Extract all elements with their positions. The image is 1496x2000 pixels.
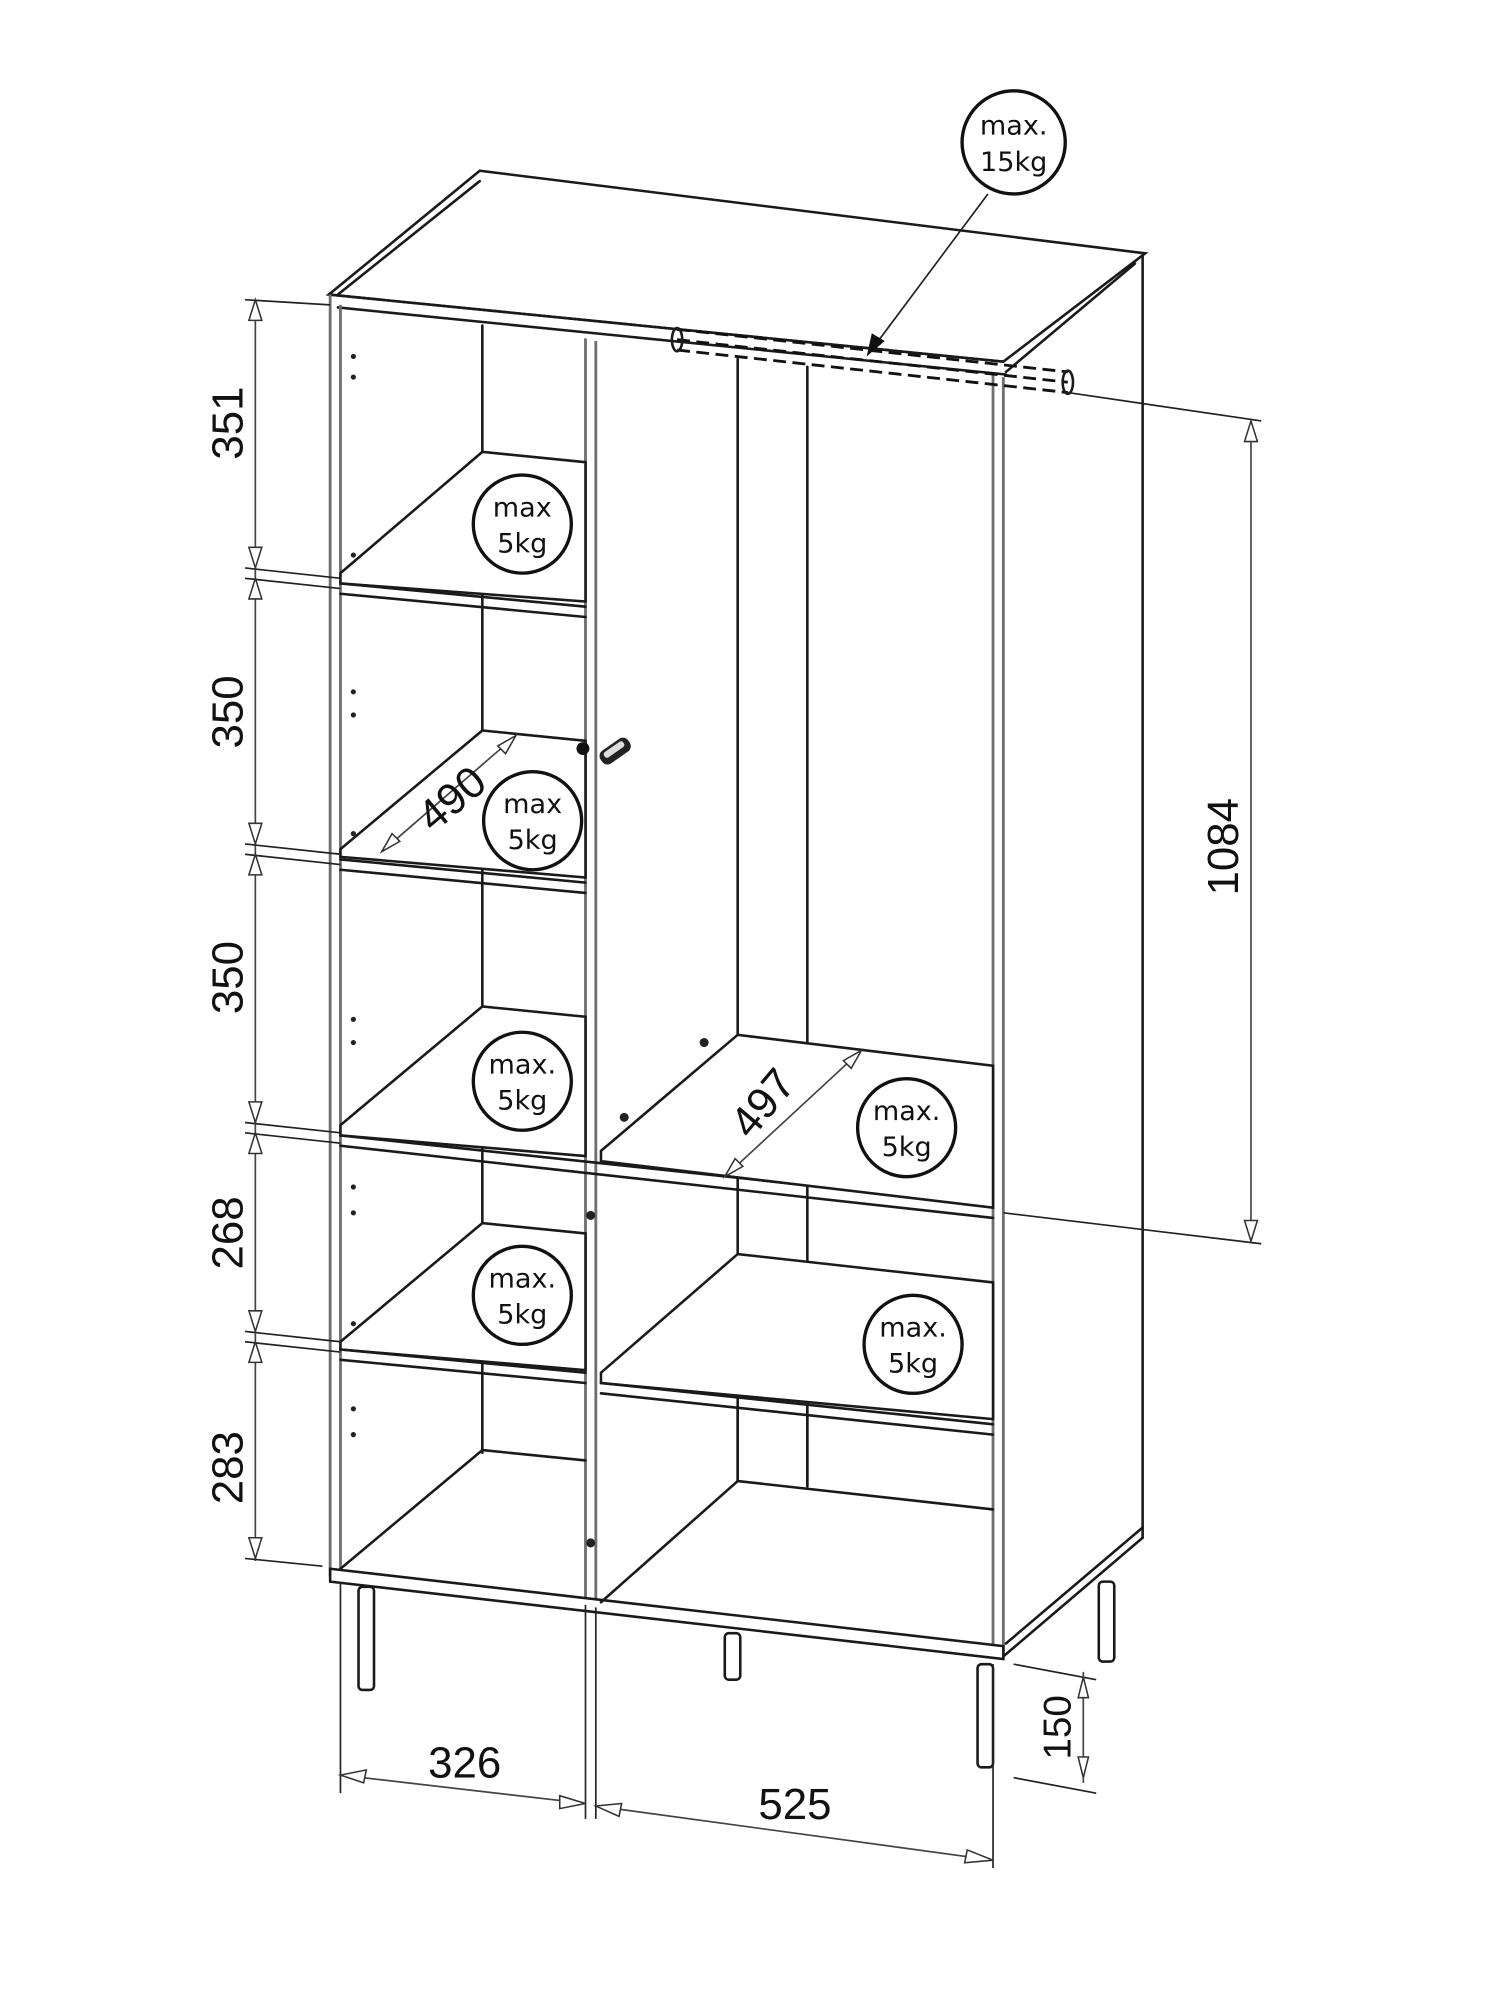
dim-hanging-height: 1084 [1199,798,1248,896]
badge-left-shelf-3-line2: 5kg [497,1086,547,1117]
badge-left-shelf-2: max 5kg [481,770,584,872]
top-panel-right-edge [1004,262,1137,374]
top-panel [325,169,1149,363]
badge-left-shelf-2-line1: max [503,789,562,820]
dim-h3: 350 [203,941,252,1014]
badge-right-shelf-1-line1: max. [873,1096,941,1127]
badge-rail-line1: max. [980,111,1048,142]
shelf-pin-holes [350,353,709,1548]
badge-left-shelf-3: max. 5kg [471,1030,573,1132]
leg-back-middle [723,1631,742,1681]
badge-right-shelf-1-line2: 5kg [882,1132,932,1163]
leg-height-dimension: 150 [1013,1663,1097,1794]
dim-leg-height: 150 [1036,1695,1079,1760]
badge-left-shelf-4-line2: 5kg [497,1300,547,1331]
leg-back-right [1097,1580,1116,1663]
badge-right-shelf-1: max. 5kg [855,1076,958,1179]
badge-left-shelf-1: max 5kg [471,473,573,575]
width-dimensions: 326 525 [337,1581,994,1868]
bottom-plinth [328,1567,1005,1661]
dim-left-width: 326 [428,1739,501,1788]
dim-h2: 350 [203,675,252,748]
badge-right-shelf-2: max. 5kg [862,1293,964,1396]
hanging-height-dimension: 1084 [1003,391,1262,1245]
left-shelves [339,450,995,1385]
top-panel-front-edge [336,179,482,296]
badge-left-shelf-2-line2: 5kg [508,825,558,856]
badge-rail: max. 15kg [866,89,1067,357]
badge-left-shelf-4-line1: max. [489,1264,557,1295]
dim-h5: 283 [203,1431,252,1504]
badge-rail-line2: 15kg [980,147,1047,178]
badge-left-shelf-4: max. 5kg [471,1244,573,1347]
left-height-dimensions: 351 350 350 268 283 [203,297,341,1567]
badge-left-shelf-1-line2: 5kg [497,528,547,559]
dim-right-width: 525 [758,1780,831,1829]
door-knob[interactable] [576,735,633,767]
dim-h1: 351 [203,386,252,459]
badge-right-shelf-2-line1: max. [879,1313,947,1344]
leg-front-left [357,1585,376,1692]
leg-front-right [976,1662,995,1769]
badge-left-shelf-1-line1: max [493,492,552,523]
badge-left-shelf-3-line1: max. [489,1050,557,1081]
dim-h4: 268 [203,1196,252,1269]
badge-right-shelf-2-line2: 5kg [888,1349,938,1380]
legs [357,1580,1116,1769]
